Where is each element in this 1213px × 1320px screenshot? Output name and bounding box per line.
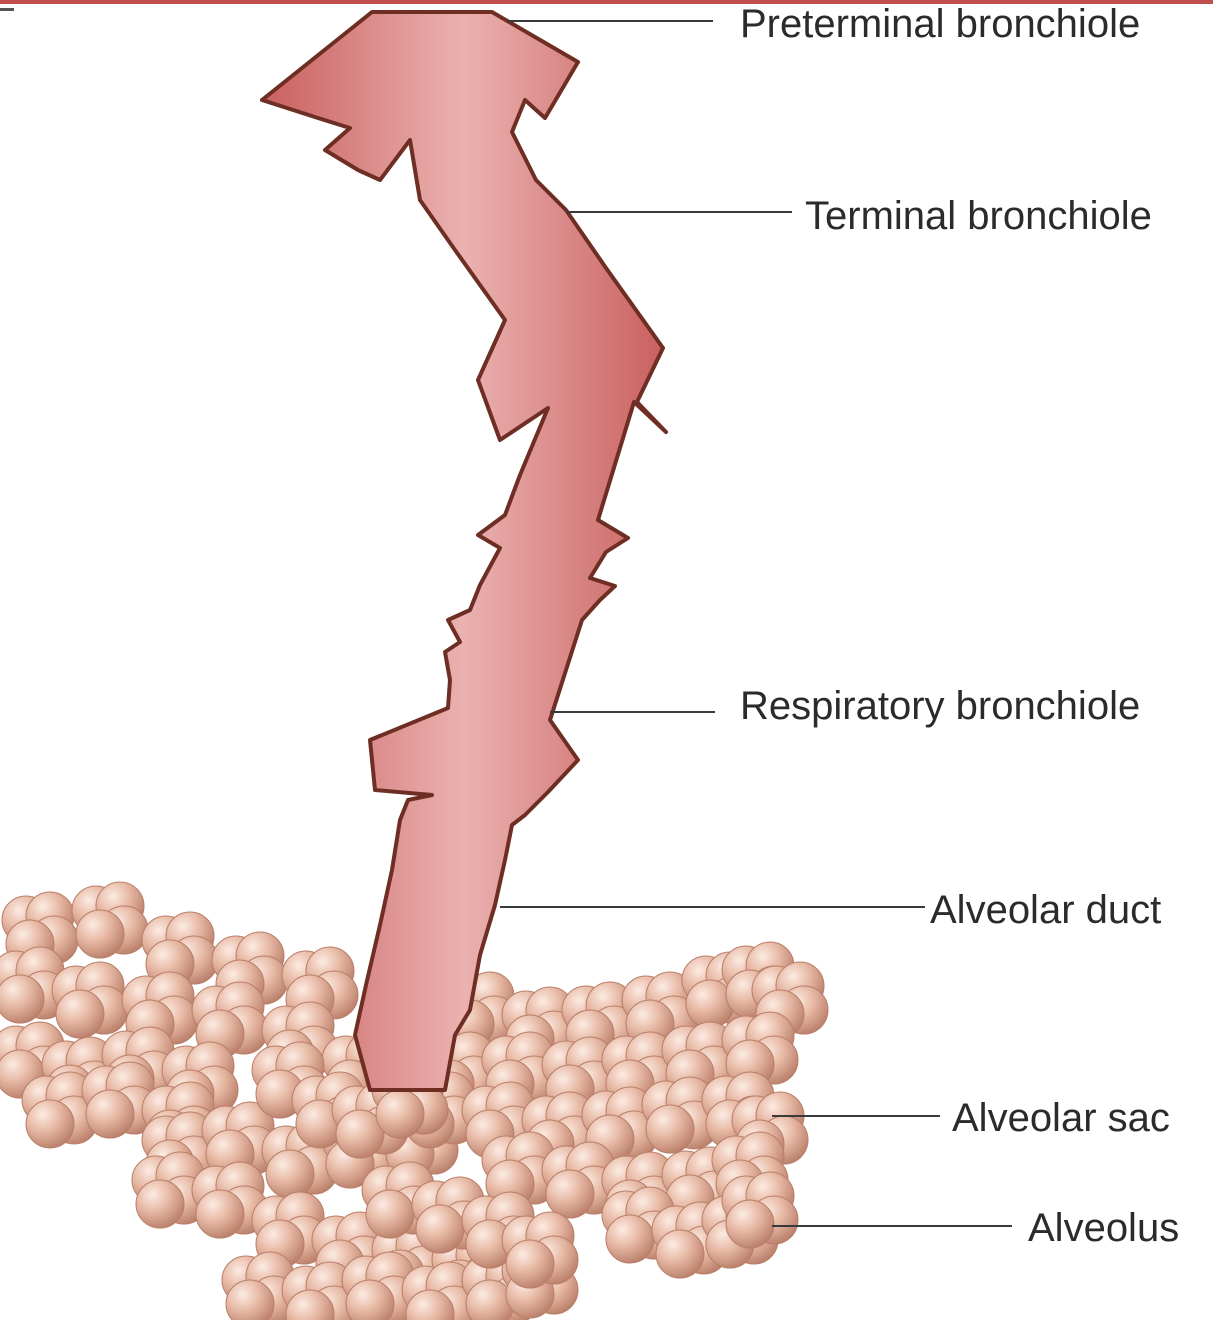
alveolus-ball xyxy=(86,1090,134,1138)
alveolus-ball xyxy=(366,1190,414,1238)
label-preterminal-bronchiole: Preterminal bronchiole xyxy=(740,4,1140,44)
alveolus-ball xyxy=(266,1150,314,1198)
leader-line-terminal xyxy=(566,211,792,213)
alveolus-ball xyxy=(416,1205,464,1253)
airway-tree xyxy=(262,12,666,1090)
alveolus-ball xyxy=(656,1230,704,1278)
alveolus-ball xyxy=(606,1215,654,1263)
leader-line-duct xyxy=(500,906,925,908)
leader-line-preterminal xyxy=(508,20,713,22)
leader-line-sac xyxy=(772,1115,940,1117)
alveolus-ball xyxy=(546,1170,594,1218)
leader-line-alveolus xyxy=(772,1225,1012,1227)
alveolus-ball xyxy=(726,1200,774,1248)
alveolus-ball xyxy=(26,1100,74,1148)
label-terminal-bronchiole: Terminal bronchiole xyxy=(805,196,1152,236)
alveolus-ball xyxy=(0,975,44,1023)
leader-line-respiratory xyxy=(550,711,715,713)
label-alveolar-sac: Alveolar sac xyxy=(952,1098,1170,1138)
label-alveolus: Alveolus xyxy=(1028,1208,1179,1248)
label-respiratory-bronchiole: Respiratory bronchiole xyxy=(740,686,1140,726)
alveolus-ball xyxy=(196,1190,244,1238)
label-alveolar-duct: Alveolar duct xyxy=(930,890,1161,930)
alveolus-ball xyxy=(76,910,124,958)
alveolus-ball xyxy=(376,1090,424,1138)
alveolus-ball xyxy=(56,990,104,1038)
alveolus-ball xyxy=(646,1105,694,1153)
alveolus-ball xyxy=(506,1240,554,1288)
alveolus-ball xyxy=(136,1180,184,1228)
